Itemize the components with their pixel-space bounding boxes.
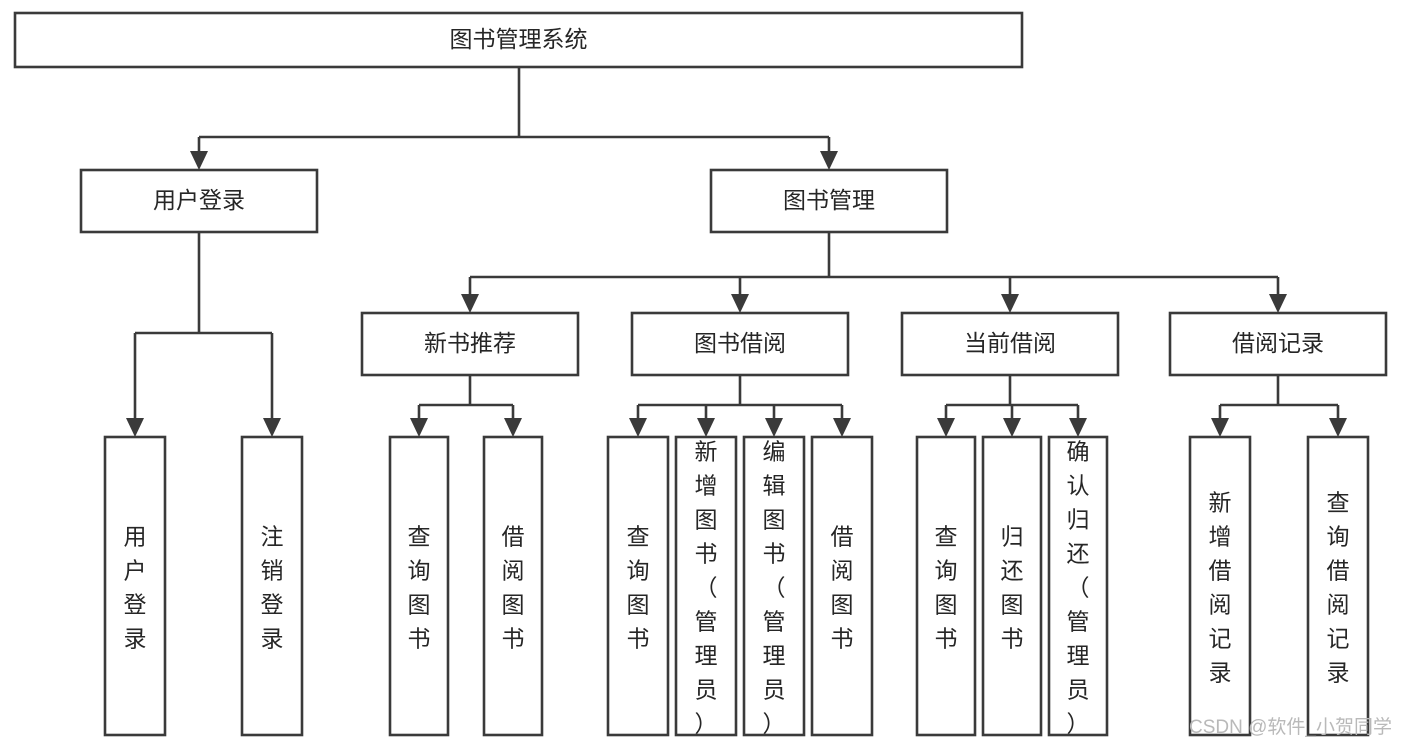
node-label: 新书推荐 xyxy=(424,330,516,356)
node-leaf-5[interactable]: 查询图书 xyxy=(606,435,670,737)
arrow-head-icon xyxy=(126,418,144,437)
connector-book-mgmt-to-modules xyxy=(461,232,1287,313)
connector-group-1 xyxy=(126,232,281,437)
node-box[interactable] xyxy=(915,435,977,737)
node-leaf-6[interactable]: 新增图书（管理员） xyxy=(674,435,738,737)
node-box[interactable] xyxy=(13,11,1024,69)
arrow-head-icon xyxy=(629,418,647,437)
node-label: 图书管理系统 xyxy=(450,26,588,52)
node-leaf-2[interactable]: 注销登录 xyxy=(240,435,304,737)
node-level3-1[interactable]: 新书推荐 xyxy=(360,311,580,377)
node-label: 归还图书 xyxy=(1001,524,1024,652)
node-box[interactable] xyxy=(606,435,670,737)
node-level3-2[interactable]: 图书借阅 xyxy=(630,311,850,377)
node-root-system[interactable]: 图书管理系统 xyxy=(13,11,1024,69)
node-leaf-12[interactable]: 新增借阅记录 xyxy=(1188,435,1252,737)
node-leaf-8[interactable]: 借阅图书 xyxy=(810,435,874,737)
node-box[interactable] xyxy=(388,435,450,737)
node-box[interactable] xyxy=(103,435,167,737)
node-leaf-13[interactable]: 查询借阅记录 xyxy=(1306,435,1370,737)
connector-root-to-level2 xyxy=(190,67,838,170)
watermark-layer: CSDN @软件_小贺同学 xyxy=(1189,716,1392,738)
node-leaf-1[interactable]: 用户登录 xyxy=(103,435,167,737)
arrow-head-icon xyxy=(504,418,522,437)
node-box[interactable] xyxy=(482,435,544,737)
node-label: 借阅图书 xyxy=(831,524,854,652)
arrow-head-icon xyxy=(833,418,851,437)
node-box[interactable] xyxy=(1168,311,1388,377)
node-box[interactable] xyxy=(360,311,580,377)
node-level2-2[interactable]: 图书管理 xyxy=(709,168,949,234)
node-label: 确认归还（管理员） xyxy=(1067,439,1090,737)
node-leaf-11[interactable]: 确认归还（管理员） xyxy=(1047,435,1109,737)
node-box[interactable] xyxy=(742,435,806,737)
connector-group-3 xyxy=(629,375,851,437)
node-box[interactable] xyxy=(810,435,874,737)
node-leaf-3[interactable]: 查询图书 xyxy=(388,435,450,737)
arrow-head-icon xyxy=(1001,294,1019,313)
node-level2-1[interactable]: 用户登录 xyxy=(79,168,319,234)
node-label: 用户登录 xyxy=(153,187,245,213)
node-label: 借阅记录 xyxy=(1232,330,1324,356)
node-box[interactable] xyxy=(630,311,850,377)
arrow-head-icon xyxy=(1269,294,1287,313)
arrow-head-icon xyxy=(731,294,749,313)
node-layer: 图书管理系统用户登录图书管理新书推荐图书借阅当前借阅借阅记录用户登录注销登录查询… xyxy=(13,11,1388,737)
node-leaf-10[interactable]: 归还图书 xyxy=(981,435,1043,737)
node-label: 当前借阅 xyxy=(964,330,1056,356)
node-label: 查询借阅记录 xyxy=(1327,490,1350,686)
arrow-head-icon xyxy=(697,418,715,437)
node-label: 图书管理 xyxy=(783,187,875,213)
arrow-head-icon xyxy=(1211,418,1229,437)
arrow-head-icon xyxy=(461,294,479,313)
node-box[interactable] xyxy=(240,435,304,737)
node-box[interactable] xyxy=(981,435,1043,737)
connector-group-4 xyxy=(937,375,1087,437)
node-label: 新增借阅记录 xyxy=(1209,490,1232,686)
node-label: 查询图书 xyxy=(627,524,650,652)
connector-layer xyxy=(126,67,1347,437)
node-box[interactable] xyxy=(900,311,1120,377)
node-leaf-9[interactable]: 查询图书 xyxy=(915,435,977,737)
node-box[interactable] xyxy=(709,168,949,234)
node-label: 查询图书 xyxy=(935,524,958,652)
arrow-head-icon xyxy=(1003,418,1021,437)
arrow-head-icon xyxy=(1069,418,1087,437)
node-level3-3[interactable]: 当前借阅 xyxy=(900,311,1120,377)
connector-group-5 xyxy=(1211,375,1347,437)
node-box[interactable] xyxy=(1306,435,1370,737)
arrow-head-icon xyxy=(1329,418,1347,437)
node-box[interactable] xyxy=(1047,435,1109,737)
watermark-label: CSDN @软件_小贺同学 xyxy=(1189,716,1392,738)
arrow-head-icon xyxy=(263,418,281,437)
node-box[interactable] xyxy=(674,435,738,737)
node-box[interactable] xyxy=(1188,435,1252,737)
node-label: 编辑图书（管理员） xyxy=(763,439,786,737)
arrow-head-icon xyxy=(765,418,783,437)
node-label: 用户登录 xyxy=(124,524,147,652)
node-label: 注销登录 xyxy=(261,524,284,652)
connector-group-2 xyxy=(410,375,522,437)
node-label: 图书借阅 xyxy=(694,330,786,356)
arrow-head-icon xyxy=(410,418,428,437)
node-leaf-7[interactable]: 编辑图书（管理员） xyxy=(742,435,806,737)
node-leaf-4[interactable]: 借阅图书 xyxy=(482,435,544,737)
arrow-head-icon xyxy=(190,151,208,170)
node-box[interactable] xyxy=(79,168,319,234)
arrow-head-icon xyxy=(937,418,955,437)
arrow-head-icon xyxy=(820,151,838,170)
node-level3-4[interactable]: 借阅记录 xyxy=(1168,311,1388,377)
node-label: 查询图书 xyxy=(408,524,431,652)
node-label: 借阅图书 xyxy=(502,524,525,652)
node-label: 新增图书（管理员） xyxy=(695,439,718,737)
